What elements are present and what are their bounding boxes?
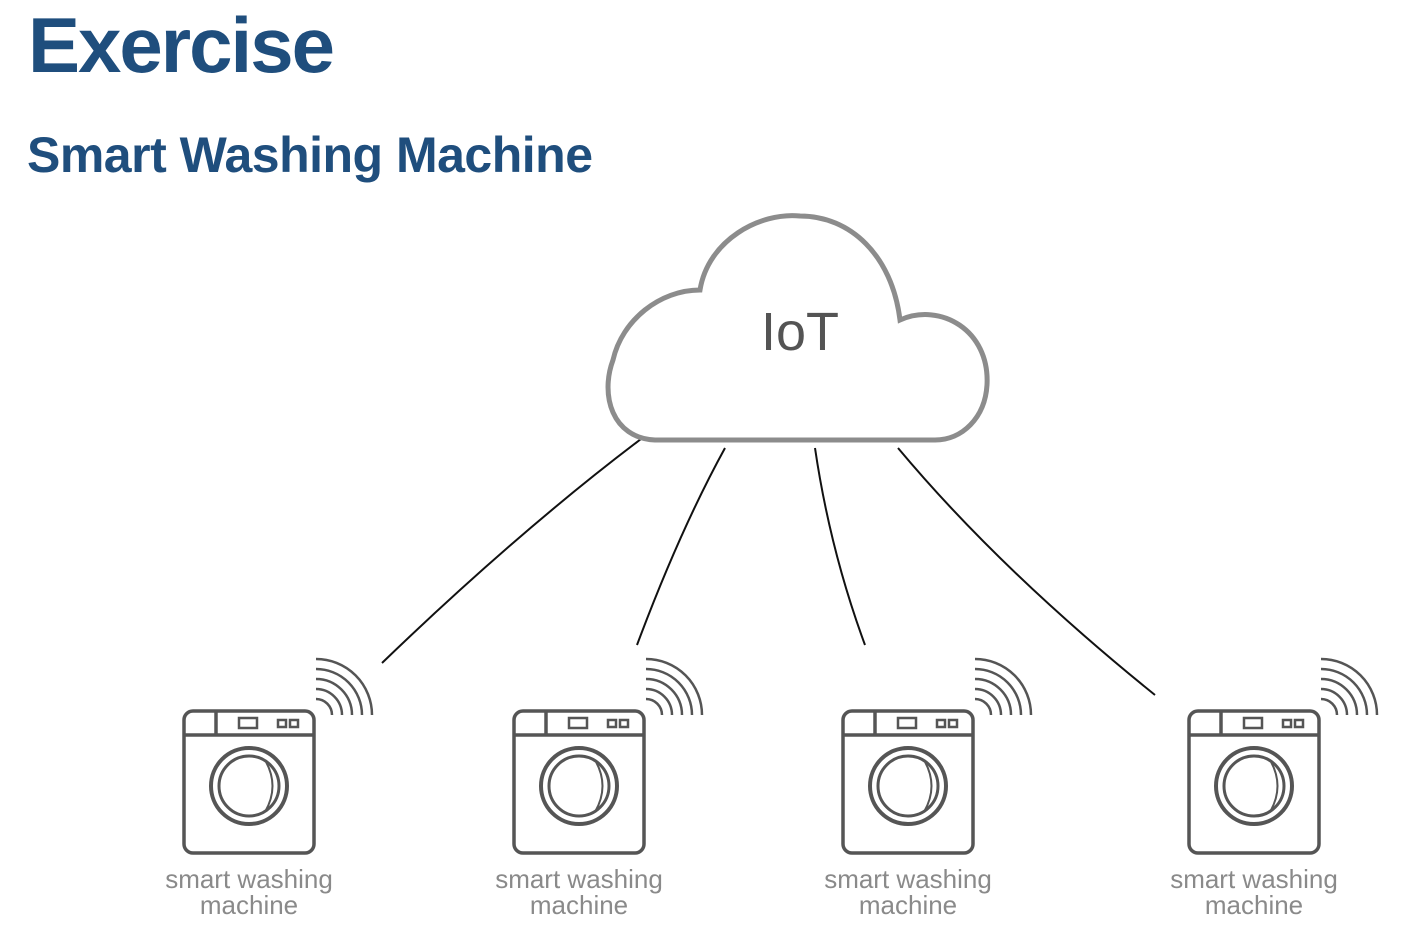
wifi-signal-icon [1319, 657, 1379, 717]
connector-line-2 [636, 447, 726, 646]
washing-machine-icon [512, 709, 646, 855]
machine-label-line2: machine [859, 890, 957, 920]
machine-label-line2: machine [200, 890, 298, 920]
wifi-signal-icon [314, 657, 374, 717]
connector-line-4 [897, 447, 1156, 696]
connector-line-1 [381, 435, 646, 664]
slide-subtitle: Smart Washing Machine [27, 127, 593, 183]
washing-machine-icon [841, 709, 975, 855]
machine-label-line1: smart washing [495, 864, 663, 894]
machine-label-line1: smart washing [165, 864, 333, 894]
iot-cloud: IoT [605, 213, 990, 443]
connector-lines [381, 435, 1156, 696]
washing-machine-icon [1187, 709, 1321, 855]
cloud-icon [605, 213, 990, 443]
washing-machine-icon [182, 709, 316, 855]
machine-label-line1: smart washing [1170, 864, 1338, 894]
machine-label-line2: machine [530, 890, 628, 920]
wifi-signal-icon [973, 657, 1033, 717]
machine-label-line1: smart washing [824, 864, 992, 894]
machine-node-3: smart washing machine [824, 657, 1033, 920]
wifi-signal-icon [644, 657, 704, 717]
machine-node-2: smart washing machine [495, 657, 704, 920]
machine-node-4: smart washing machine [1170, 657, 1379, 920]
cloud-label: IoT [761, 302, 839, 362]
connector-line-3 [814, 447, 866, 646]
machine-node-1: smart washing machine [165, 657, 374, 920]
slide-title: Exercise [28, 1, 335, 89]
machine-label-line2: machine [1205, 890, 1303, 920]
